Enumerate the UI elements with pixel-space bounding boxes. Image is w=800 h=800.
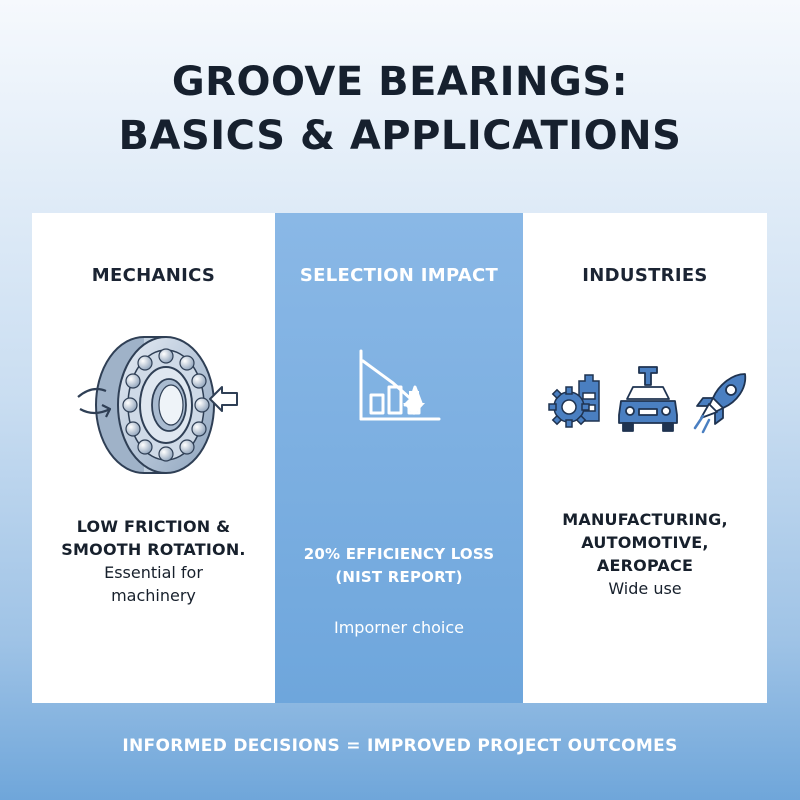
selection-line-2: (NIST REPORT)	[335, 568, 463, 586]
selection-title: SELECTION IMPACT	[299, 265, 499, 286]
footer-tagline: INFORMED DECISIONS = IMPROVED PROJECT OU…	[122, 736, 678, 756]
gear-factory-icon	[548, 374, 600, 428]
mechanics-panel: MECHANICS	[32, 213, 275, 703]
rocket-icon	[693, 373, 747, 434]
declining-chart-icon	[359, 349, 441, 421]
selection-line-1: 20% EFFICIENCY LOSS	[303, 545, 495, 563]
mechanics-line-3: Essential for	[104, 563, 203, 582]
mechanics-title: MECHANICS	[91, 265, 216, 286]
mechanics-line-4: machinery	[111, 586, 196, 605]
industries-line-4: Wide use	[608, 579, 682, 598]
page-title: GROOVE BEARINGS: BASICS & APPLICATIONS	[0, 55, 800, 163]
selection-line-3: Imporner choice	[333, 618, 464, 637]
mechanics-line-2: SMOOTH ROTATION.	[61, 540, 246, 559]
industries-title: INDUSTRIES	[582, 265, 708, 286]
industries-line-3: AEROPACE	[596, 556, 694, 575]
car-icon	[618, 366, 678, 432]
mechanics-line-1: LOW FRICTION &	[76, 517, 231, 536]
selection-panel: SELECTION IMPACT 20% EFFICIENCY LOSS (NI…	[275, 213, 523, 703]
ball-bearing-icon	[77, 336, 238, 474]
title-line-1: GROOVE BEARINGS:	[171, 59, 629, 105]
industries-line-2: AUTOMOTIVE,	[581, 533, 709, 552]
industries-panel: INDUSTRIES	[523, 213, 767, 703]
industries-line-1: MANUFACTURING,	[562, 510, 728, 529]
title-line-2: BASICS & APPLICATIONS	[118, 113, 682, 159]
